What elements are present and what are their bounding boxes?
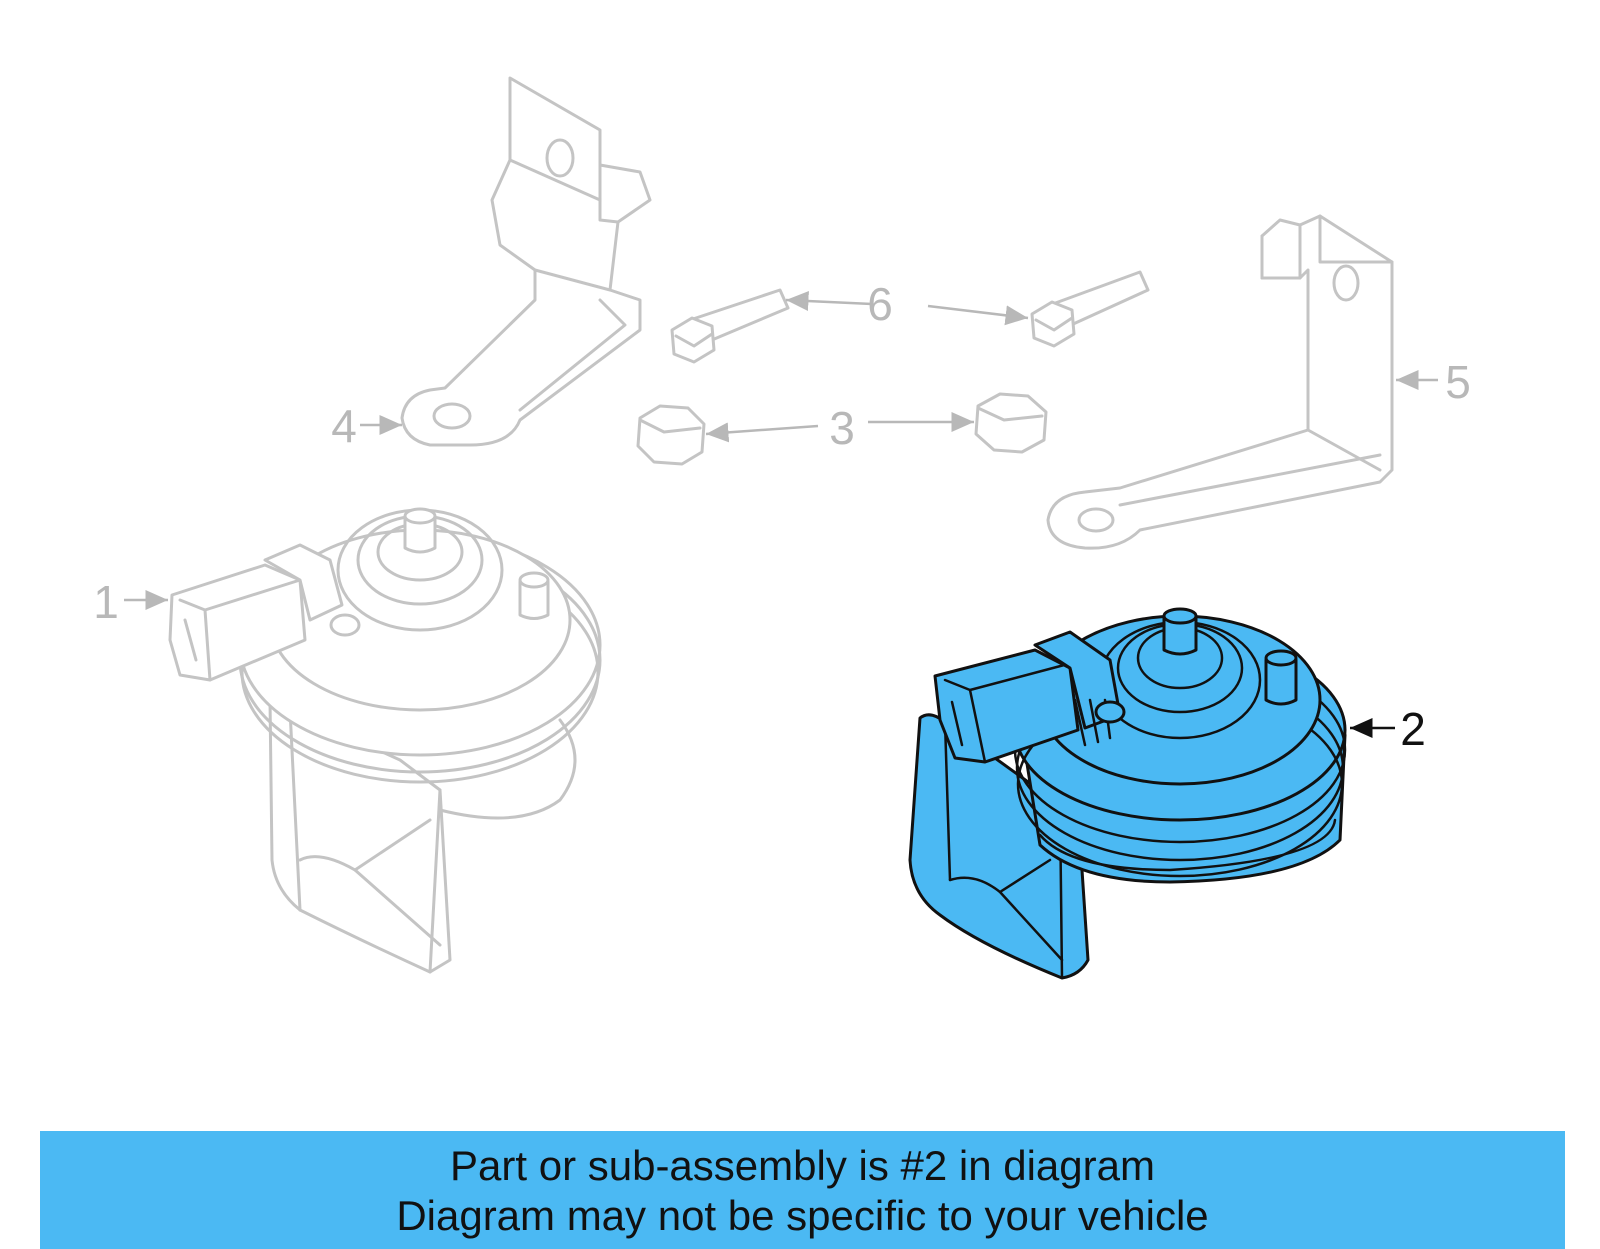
nut-part-3-right	[974, 392, 1048, 454]
horn-part-2	[908, 607, 1347, 980]
banner-line-2: Diagram may not be specific to your vehi…	[396, 1192, 1209, 1239]
bracket-part-4	[400, 76, 652, 447]
parts-diagram: 6 3 4 5	[93, 76, 1471, 980]
callout-5: 5	[1445, 356, 1471, 408]
callout-2: 2	[1400, 703, 1426, 755]
bolt-part-6-left	[670, 288, 790, 364]
callout-4: 4	[331, 400, 357, 452]
nut-part-3-left	[636, 404, 706, 466]
callout-3: 3	[829, 402, 855, 454]
leader-3-left	[705, 422, 819, 443]
callout-1: 1	[93, 576, 119, 628]
horn-part-1	[168, 507, 602, 974]
callout-6: 6	[867, 278, 893, 330]
info-banner: Part or sub-assembly is #2 in diagram Di…	[40, 1131, 1565, 1249]
leader-6-left	[785, 291, 873, 312]
bracket-part-5	[1046, 214, 1394, 550]
leader-6-right	[927, 304, 1029, 326]
bolt-part-6-right	[1030, 270, 1150, 348]
banner-line-1: Part or sub-assembly is #2 in diagram	[450, 1142, 1155, 1189]
